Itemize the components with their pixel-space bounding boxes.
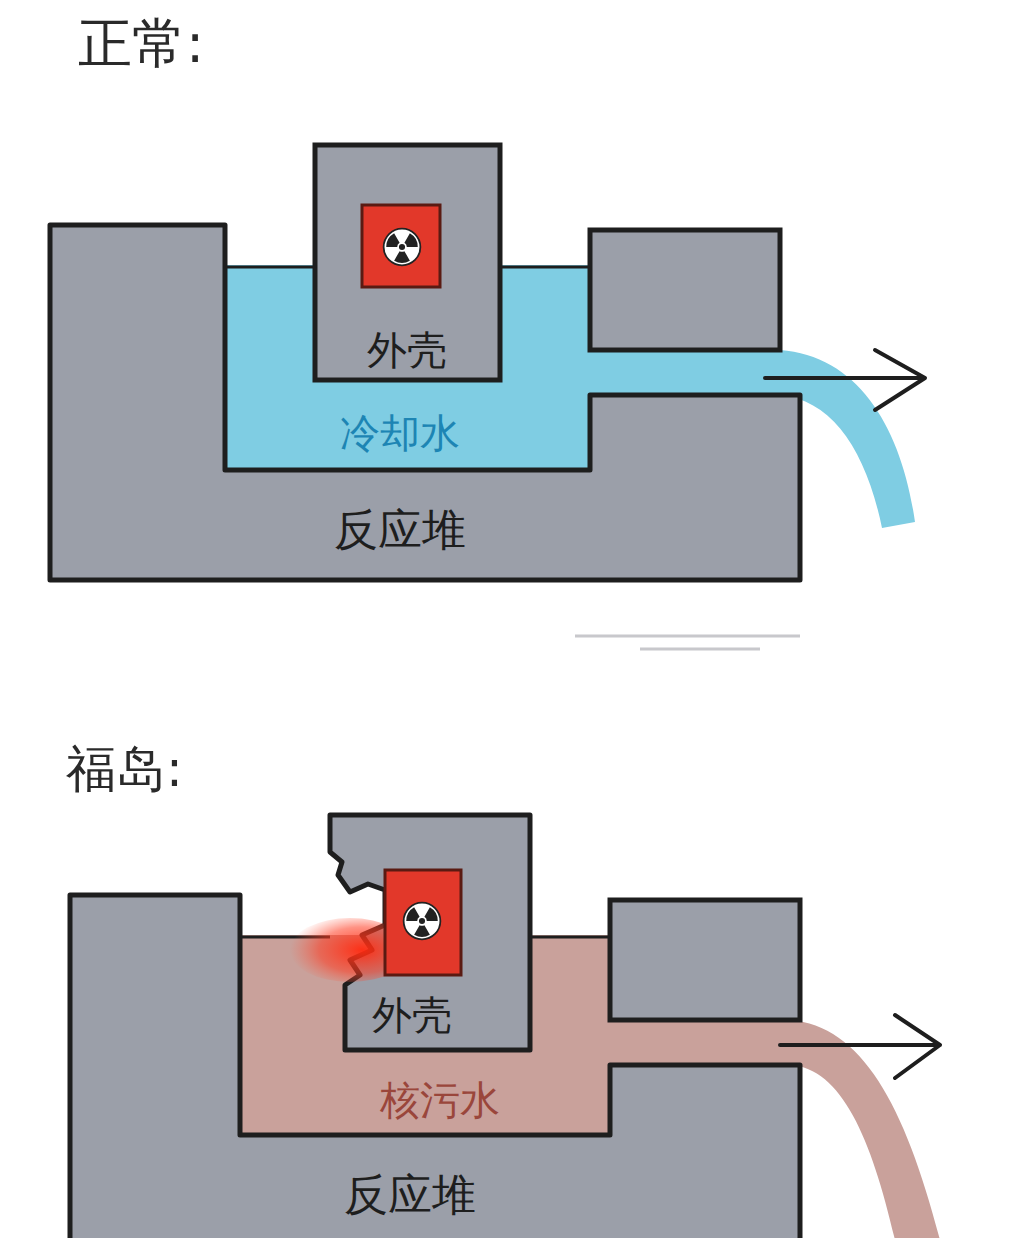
node-text: 冷却水 [340, 411, 460, 455]
separator [575, 636, 800, 649]
node-text: 反应堆 [344, 1171, 476, 1219]
panel-label: 福岛: [66, 742, 183, 797]
water-region: 核污水 [240, 935, 610, 1135]
fukushima-panel [70, 815, 940, 1238]
reactor-block [590, 230, 780, 350]
flow-arrow [765, 350, 925, 410]
node-text: 外壳 [367, 328, 447, 372]
housing-box: 外壳 [315, 145, 500, 380]
water-region: 冷却水 [225, 265, 590, 470]
reactor-box: 反应堆 外壳冷却水 [50, 225, 800, 580]
panel-label: 正常: [78, 14, 204, 73]
flow-arrow [780, 1015, 940, 1078]
reactor-block [610, 900, 800, 1020]
housing-box: 外壳 [330, 815, 530, 1050]
housing [315, 145, 500, 380]
fuel-core [362, 205, 440, 287]
node-text: 外壳 [372, 993, 452, 1037]
node-text: 核污水 [380, 1078, 500, 1122]
normal-panel [50, 145, 925, 580]
fuel-core [385, 870, 461, 975]
reactor-box: 反应堆 外壳核污水 [70, 895, 800, 1238]
node-text: 反应堆 [334, 506, 466, 554]
